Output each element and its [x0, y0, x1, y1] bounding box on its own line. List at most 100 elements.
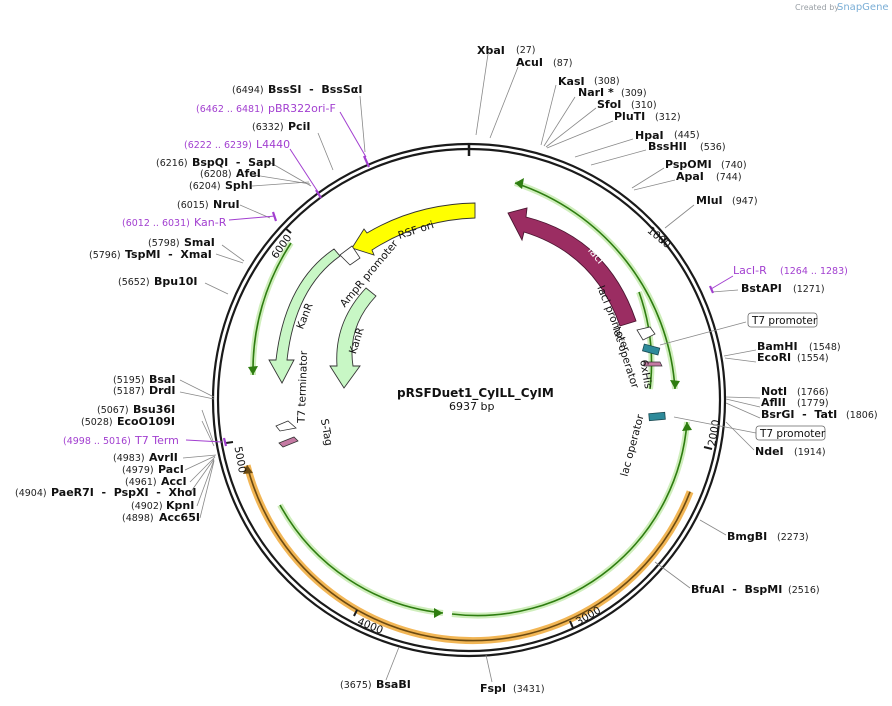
leader-left-14	[239, 204, 271, 219]
orf-arrowhead-1	[515, 178, 524, 189]
primer-kanr-range: (6012 .. 6031)	[122, 218, 190, 229]
enzyme-paer7i-pspxi-xhoi: PaeR7I - PspXI - XhoI	[51, 486, 196, 499]
orf-arc-green-bottom-line	[279, 504, 444, 614]
enzyme-acci: AccI	[161, 475, 187, 488]
enzyme-pluti: PluTI	[614, 110, 645, 123]
enzyme-drdi: DrdI	[149, 384, 176, 397]
kanr-arrow-2	[329, 287, 377, 389]
leader-left-10	[179, 379, 215, 398]
enzyme-afei: AfeI	[236, 167, 261, 180]
enzyme-hpai: HpaI	[635, 129, 664, 142]
enzyme-bpu10i: Bpu10I	[154, 275, 198, 288]
enzyme-bsai-pos: (5195)	[113, 375, 145, 386]
t7-terminator-marker	[275, 420, 297, 432]
enzyme-bmgbi: BmgBI	[727, 530, 767, 543]
created-by-text: Created by	[795, 3, 839, 12]
enzyme-ecori-pos: (1554)	[797, 353, 829, 364]
leader-kanr-primer	[228, 215, 276, 221]
leader-left-1	[199, 460, 215, 519]
t7-promoter-label-2: T7 promoter	[759, 428, 826, 440]
orf-arc-orange	[246, 465, 691, 642]
enzyme-tspmi-xmai: TspMI - XmaI	[125, 248, 212, 261]
enzyme-mlui: MluI	[696, 194, 723, 207]
enzyme-sfoi-pos: (310)	[631, 100, 657, 111]
enzyme-apai: ApaI	[676, 170, 704, 183]
leader-t7prom2	[673, 416, 757, 434]
enzyme-bsabi-pos: (3675)	[340, 680, 372, 691]
leader-left-16	[253, 174, 311, 185]
enzyme-apai-pos: (744)	[716, 172, 742, 183]
enzyme-bsabi: BsaBI	[376, 678, 411, 691]
enzyme-bsshii-pos: (536)	[700, 142, 726, 153]
enzyme-pcii-pos: (6332)	[252, 122, 284, 133]
lac-operator-marker-2	[648, 411, 666, 422]
leader-aflii	[725, 398, 761, 408]
leader-t7-term	[185, 439, 223, 443]
leader-sfoi	[545, 107, 597, 148]
primer-t7term-range: (4998 .. 5016)	[63, 436, 131, 447]
leader-left-11	[204, 282, 229, 295]
enzyme-sphi-pos: (6204)	[189, 181, 221, 192]
primer-mark-pbr322	[362, 155, 371, 168]
leader-left-5	[184, 455, 216, 471]
leader-left-17	[270, 162, 312, 187]
enzyme-acc65i-pos: (4898)	[122, 513, 154, 524]
orf-arrowhead-5	[682, 422, 692, 431]
tick-6000	[284, 227, 292, 234]
primer-laci-r-range: (1264 .. 1283)	[780, 266, 848, 277]
enzyme-bsrgi-tati: BsrGI - TatI	[761, 408, 837, 421]
orf-arc-green-right-line	[514, 182, 676, 390]
leader-noti	[725, 396, 761, 399]
enzyme-kpni-pos: (4902)	[131, 501, 163, 512]
his-tag-label: 6xHis	[637, 359, 654, 390]
enzyme-bspqi-pos: (6216)	[156, 158, 188, 169]
enzyme-ecoo109i-pos: (5028)	[81, 417, 113, 428]
lac-operator-marker-1	[642, 343, 661, 356]
leader-left-3	[189, 458, 215, 494]
enzyme-acui-pos: (87)	[553, 58, 573, 69]
orf-arrowhead-2	[670, 380, 680, 389]
orf-arc-green-left-line	[252, 242, 292, 376]
leader-left-12	[221, 244, 245, 262]
leader-bamhi	[723, 349, 757, 357]
enzyme-bsshii: BssHII	[648, 140, 687, 153]
laci-arrow	[507, 207, 637, 327]
tick-5000	[225, 441, 234, 444]
leader-apai	[633, 179, 676, 191]
lac-operator-label-2: lac operator	[619, 413, 647, 478]
enzyme-fspi-pos: (3431)	[513, 684, 545, 695]
enzyme-acc65i: Acc65I	[159, 511, 200, 524]
leader-pbr322	[339, 111, 367, 158]
enzyme-noti: NotI	[761, 385, 787, 398]
enzyme-noti-pos: (1766)	[797, 387, 829, 398]
primer-mark-t7term	[222, 437, 228, 447]
enzyme-kpni: KpnI	[166, 499, 194, 512]
enzyme-pspomi-pos: (740)	[721, 160, 747, 171]
enzyme-nari: NarI *	[578, 86, 614, 99]
enzyme-smai: SmaI	[184, 236, 215, 249]
leader-left-19	[359, 95, 366, 153]
leader-acui	[489, 66, 519, 139]
enzyme-paer7i-pos: (4904)	[15, 488, 47, 499]
leader-bfuai	[654, 561, 691, 589]
tick-4000	[353, 609, 358, 617]
leader-bsabi	[385, 646, 400, 681]
laci-promoter-marker	[636, 326, 656, 341]
leader-kasi	[540, 84, 557, 146]
enzyme-bsu36i-pos: (5067)	[97, 405, 129, 416]
enzyme-bsssi-pos: (6494)	[232, 85, 264, 96]
his-tag-marker	[643, 361, 663, 367]
enzyme-bamhi-pos: (1548)	[809, 342, 841, 353]
enzyme-bamhi: BamHI	[757, 340, 798, 353]
enzyme-kasi-pos: (308)	[594, 76, 620, 87]
leader-nari	[543, 96, 576, 147]
leader-pspomi	[631, 167, 665, 189]
enzyme-bstapi-pos: (1271)	[793, 284, 825, 295]
primer-pbr322-name: pBR322ori-F	[268, 102, 336, 115]
tick-2000	[703, 446, 713, 450]
tick-label-2000: 2000	[706, 419, 722, 447]
enzyme-pluti-pos: (312)	[655, 112, 681, 123]
leader-fspi	[485, 654, 493, 683]
enzyme-pcii: PciI	[288, 120, 310, 133]
enzyme-mlui-pos: (947)	[732, 196, 758, 207]
